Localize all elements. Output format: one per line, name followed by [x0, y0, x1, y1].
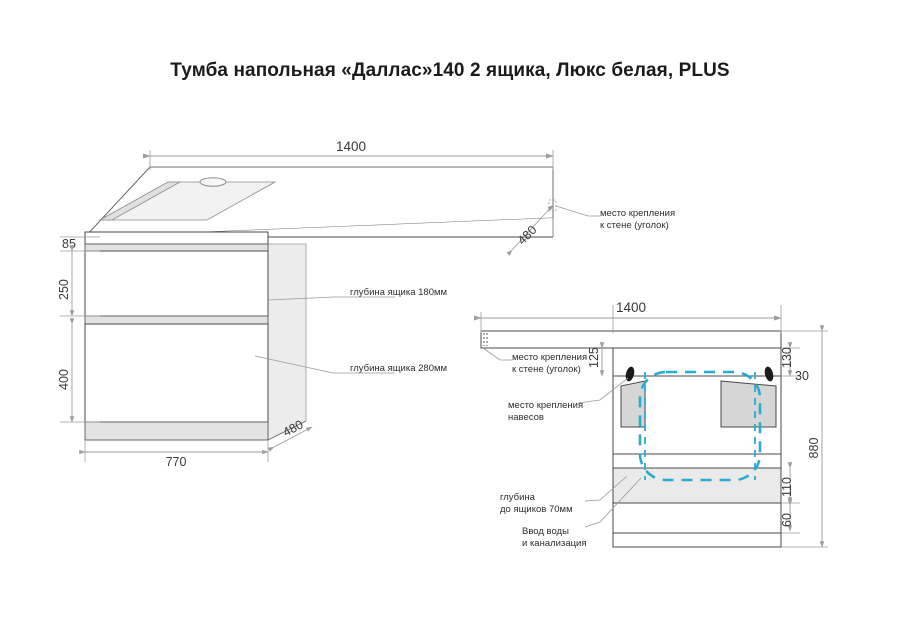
dim-85: 85 [62, 237, 76, 251]
dim-30: 30 [795, 369, 809, 383]
rear-lower-shelf [612, 467, 782, 504]
countertop-left-bevel [84, 166, 151, 238]
cutout-trapezoid-right [720, 380, 777, 428]
cabinet-side-panel [267, 243, 307, 441]
note-depth-2: до ящиков 70мм [500, 504, 573, 515]
leader-drawer-280 [254, 355, 395, 374]
divider-band-middle [84, 315, 269, 325]
note-wall-mount-1-left: место крепления [600, 208, 675, 219]
wall-bracket-marker-left-view [548, 199, 557, 212]
page-title: Тумба напольная «Даллас»140 2 ящика, Люк… [170, 60, 730, 81]
dimline-480-body [267, 426, 313, 452]
note-wall-mount-2-left: к стене (уголок) [600, 220, 669, 231]
rear-top-zone [612, 347, 782, 377]
note-hanger-1: место крепления [508, 400, 583, 411]
dim-1400-right-view: 1400 [616, 300, 646, 315]
left-perspective-view: 85 250 400 1400 770 480 480 [57, 139, 675, 469]
rear-base-zone-b [612, 532, 782, 548]
dim-770: 770 [166, 455, 187, 469]
dim-125: 125 [587, 347, 601, 368]
dim-60: 60 [780, 513, 794, 527]
dim-110: 110 [780, 477, 794, 497]
dim-400: 400 [57, 369, 71, 390]
note-water-1: Ввод воды [522, 526, 569, 537]
leader-depth-drawers [584, 475, 628, 502]
note-wall-mount-1-right: место крепления [512, 352, 587, 363]
access-zone-outline [638, 370, 762, 482]
top-rail-bar [480, 330, 782, 349]
faucet-hole-icon [199, 177, 227, 187]
dim-250: 250 [57, 279, 71, 300]
dim-880: 880 [807, 438, 821, 459]
leader-wall-mount-left [555, 205, 600, 217]
sink-basin-shadow [98, 181, 182, 221]
note-drawer-180: глубина ящика 180мм [350, 287, 447, 298]
cutout-trapezoid-left [620, 380, 646, 428]
drawer-front-lower [84, 323, 269, 423]
divider-band-top [84, 243, 269, 252]
note-drawer-280: глубина ящика 280мм [350, 363, 447, 374]
note-depth-1: глубина [500, 492, 536, 503]
dim-130: 130 [780, 347, 794, 368]
cabinet-top-rail [84, 231, 269, 245]
hanger-mount-left-icon [625, 366, 635, 382]
hanger-mount-right-icon [764, 366, 774, 382]
note-wall-mount-2-right: к стене (уголок) [512, 364, 581, 375]
note-hanger-2: навесов [508, 412, 544, 423]
right-elevation-view: 1400 125 130 30 880 110 60 место к [473, 300, 828, 549]
base-band [84, 421, 269, 441]
leader-drawer-180 [267, 296, 395, 301]
leader-hanger-mount [577, 377, 629, 404]
leader-water-inlet [584, 477, 642, 528]
leader-wall-mount-right [482, 347, 512, 361]
drawer-front-upper [84, 250, 269, 317]
dimline-480-top [506, 204, 554, 256]
note-water-2: и канализация [522, 538, 587, 549]
rear-base-zone-a [612, 502, 782, 534]
dim-1400-left-view: 1400 [336, 139, 366, 154]
